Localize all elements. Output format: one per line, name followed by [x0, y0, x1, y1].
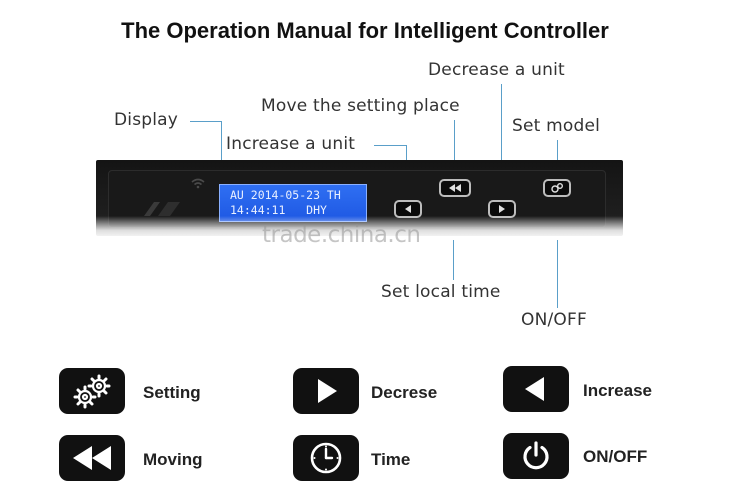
legend-moving-icon-box	[59, 435, 125, 481]
power-icon	[523, 441, 549, 470]
legend-decrese-icon-box	[293, 368, 359, 414]
gears-icon	[73, 374, 111, 409]
callout-set-local-time: Set local time	[381, 282, 501, 302]
leader-line-move-v	[454, 120, 455, 177]
legend-label-setting: Setting	[143, 383, 201, 402]
rewind-icon	[449, 184, 461, 192]
legend-time-icon-box	[293, 435, 359, 481]
rewind-icon	[73, 446, 111, 470]
play-right-icon	[318, 379, 337, 403]
leader-line-set-model-v	[557, 140, 558, 177]
leader-line-increase-h	[374, 145, 407, 146]
wifi-icon	[190, 176, 206, 189]
play-left-icon	[405, 205, 411, 213]
callout-display: Display	[114, 110, 179, 130]
callout-on-off: ON/OFF	[521, 310, 587, 330]
legend-increase-icon-box	[503, 366, 569, 412]
gears-icon	[551, 183, 563, 193]
watermark: trade.china.cn	[262, 222, 421, 248]
legend-setting-icon-box	[59, 368, 125, 414]
legend-label-increase: Increase	[583, 381, 652, 400]
callout-move-setting-place: Move the setting place	[261, 96, 460, 116]
leader-line-on-off-v	[557, 240, 558, 308]
play-right-icon	[499, 205, 505, 213]
lcd-line-time: 14:44:11 DHY	[230, 203, 327, 217]
leader-line-decrease-v	[501, 84, 502, 197]
leader-line-set-time-v	[453, 240, 454, 280]
panel-reflection	[96, 216, 631, 240]
legend-label-on-off: ON/OFF	[583, 447, 648, 466]
leader-line-display-v	[221, 121, 222, 184]
legend-label-decrese: Decrese	[371, 383, 438, 402]
legend-on-off-icon-box	[503, 433, 569, 479]
page-title: The Operation Manual for Intelligent Con…	[121, 18, 609, 43]
play-left-icon	[525, 377, 544, 401]
legend-label-moving: Moving	[143, 450, 203, 469]
set-model-button[interactable]	[543, 179, 571, 197]
leader-line-display-h	[190, 121, 222, 122]
callout-set-model: Set model	[512, 116, 601, 136]
callout-decrease-a-unit: Decrease a unit	[428, 60, 565, 80]
move-button[interactable]	[439, 179, 471, 197]
lcd-line-date: AU 2014-05-23 TH	[230, 188, 341, 202]
legend-label-time: Time	[371, 450, 411, 469]
clock-icon	[310, 442, 342, 474]
callout-increase-a-unit: Increase a unit	[226, 134, 356, 154]
brand-logo-icon	[140, 198, 184, 218]
